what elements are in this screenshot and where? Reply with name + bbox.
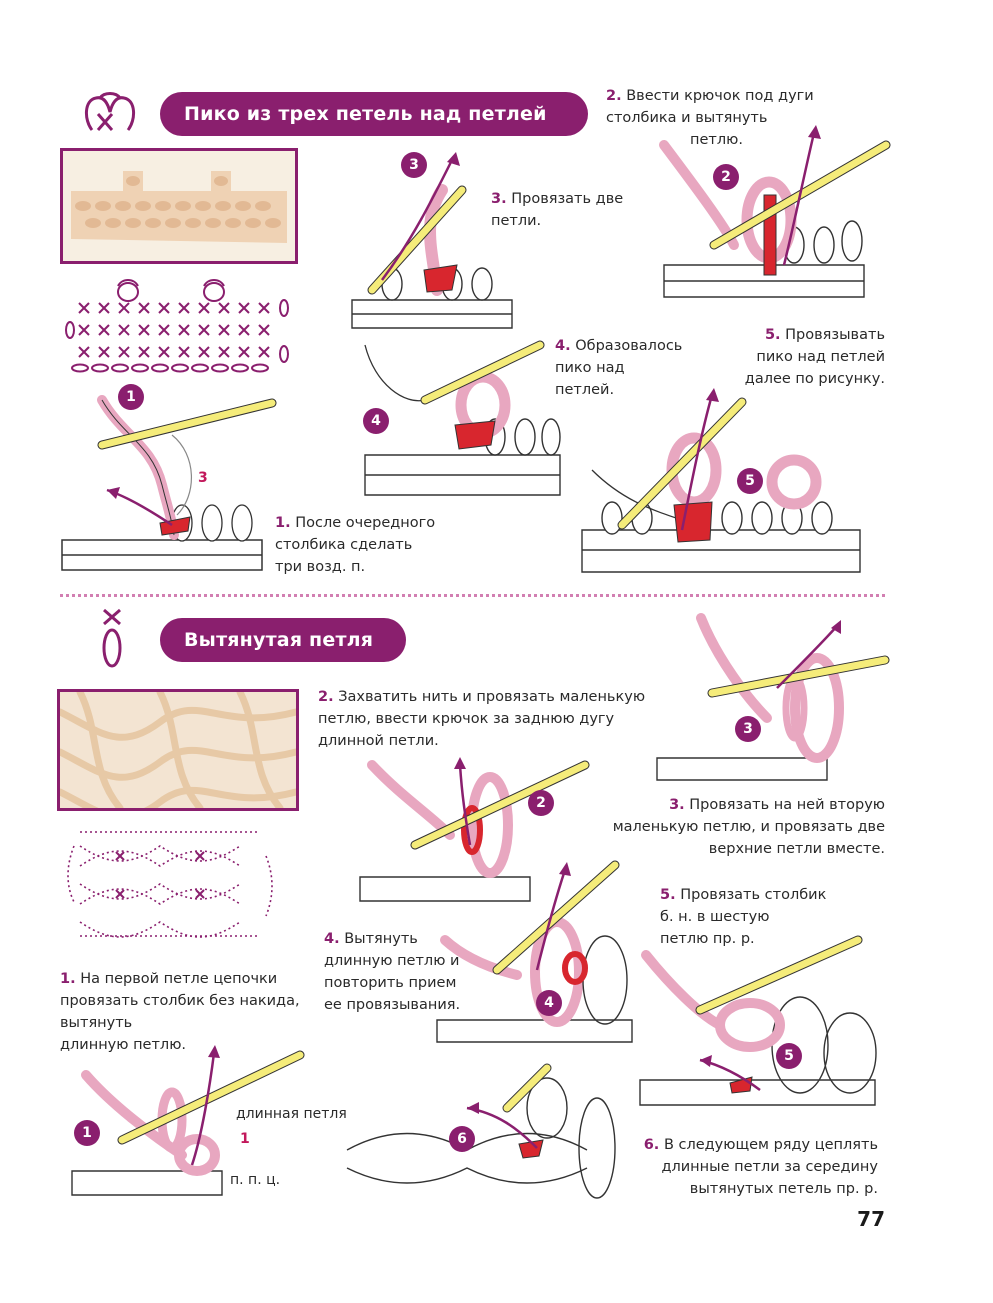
pico-step5-caption: 5. Провязывать пико над петлей далее по …: [744, 327, 885, 387]
x-stitch-symbol: [218, 324, 230, 336]
long-loop-step5-illustration: [639, 935, 877, 1106]
x-stitch-symbol: [78, 346, 90, 358]
long-loop-step3-caption: 3. Провязать на ней вторую маленькую пет…: [612, 797, 885, 857]
section-title-long-loop: Вытянутая петля: [160, 618, 406, 662]
pico-step3-caption: 3. Провязать две петли.: [491, 191, 624, 229]
pico-step2-caption: 2. Ввести крючок под дуги столбика и выт…: [606, 88, 814, 148]
long-loop-step6-illustration: [346, 1063, 616, 1199]
section-divider: [60, 594, 885, 597]
long-loop-step1-caption: 1. На первой петле цепочки провязать сто…: [60, 971, 300, 1053]
long-loop-badge-3: 3: [735, 716, 761, 742]
step-badge-1: 1: [118, 384, 144, 410]
x-stitch-symbol: [198, 324, 210, 336]
x-stitch-symbol: [198, 346, 210, 358]
step-badge-4: 4: [363, 408, 389, 434]
x-stitch-symbol: [258, 324, 270, 336]
long-loop-step5-caption: 5. Провязать столбик б. н. в шестую петл…: [660, 887, 827, 947]
pico-step2-illustration: [659, 125, 891, 298]
x-stitch-symbol: [118, 346, 130, 358]
pico-symbol-icon: [85, 92, 135, 131]
x-stitch-symbol: [238, 302, 250, 314]
x-stitch-symbol: [178, 346, 190, 358]
x-stitch-symbol: [158, 302, 170, 314]
x-stitch-symbol: [98, 346, 110, 358]
x-stitch-symbol: [138, 346, 150, 358]
pico-step5-illustration: [581, 388, 861, 573]
x-stitch-symbol: [178, 302, 190, 314]
long-loop-label: длинная петля: [236, 1106, 347, 1122]
long-loop-step2-illustration: [359, 757, 590, 902]
ppc-label: п. п. ц.: [230, 1172, 281, 1188]
pico-chart-diagram: [65, 279, 289, 373]
sample-photo-pico: [60, 148, 298, 264]
x-stitch-symbol: [158, 324, 170, 336]
x-stitch-symbol: [238, 324, 250, 336]
long-loop-badge-6: 6: [449, 1126, 475, 1152]
x-stitch-symbol: [198, 302, 210, 314]
sample-photo-long-loop: [57, 689, 299, 811]
x-stitch-symbol: [138, 324, 150, 336]
x-stitch-symbol: [78, 324, 90, 336]
x-stitch-symbol: [218, 302, 230, 314]
loop-count-label: 3: [198, 470, 208, 486]
page-number: 77: [857, 1207, 885, 1231]
section-title-pico: Пико из трех петель над петлей: [160, 92, 588, 136]
x-stitch-symbol: [238, 346, 250, 358]
x-stitch-symbol: [118, 302, 130, 314]
long-loop-badge-1: 1: [74, 1120, 100, 1146]
step-badge-5: 5: [737, 468, 763, 494]
marker-label: 1: [240, 1131, 250, 1147]
pico-step1-caption: 1. После очередного столбика сделать три…: [275, 515, 436, 575]
x-stitch-symbol: [158, 346, 170, 358]
x-stitch-symbol: [98, 324, 110, 336]
x-stitch-symbol: [258, 302, 270, 314]
x-stitch-symbol: [138, 302, 150, 314]
long-loop-badge-4: 4: [536, 990, 562, 1016]
x-stitch-symbol: [118, 324, 130, 336]
x-stitch-symbol: [218, 346, 230, 358]
x-stitch-symbol: [78, 302, 90, 314]
step-badge-3: 3: [401, 152, 427, 178]
long-loop-step3-illustration: [656, 613, 890, 781]
step-badge-2: 2: [713, 164, 739, 190]
pico-step1-illustration: [61, 395, 277, 571]
long-loop-badge-2: 2: [528, 790, 554, 816]
x-stitch-symbol: [258, 346, 270, 358]
x-stitch-symbol: [98, 302, 110, 314]
long-loop-symbol-icon: [102, 608, 122, 668]
long-loop-step4-illustration: [436, 860, 633, 1043]
long-loop-chart-diagram: [67, 831, 273, 938]
long-loop-step2-caption: 2. Захватить нить и провязать маленькую …: [318, 689, 646, 749]
pico-step4-caption: 4. Образовалось пико над петлей.: [555, 338, 683, 398]
long-loop-badge-5: 5: [776, 1043, 802, 1069]
long-loop-step6-caption: 6. В следующем ряду цеплять длинные петл…: [643, 1137, 878, 1197]
pico-step3-illustration: [351, 152, 513, 329]
x-stitch-symbol: [178, 324, 190, 336]
long-loop-step4-caption: 4. Вытянуть длинную петлю и повторить пр…: [324, 931, 461, 1013]
long-loop-step1-illustration: [71, 1045, 305, 1196]
pico-step4-illustration: [364, 340, 561, 496]
